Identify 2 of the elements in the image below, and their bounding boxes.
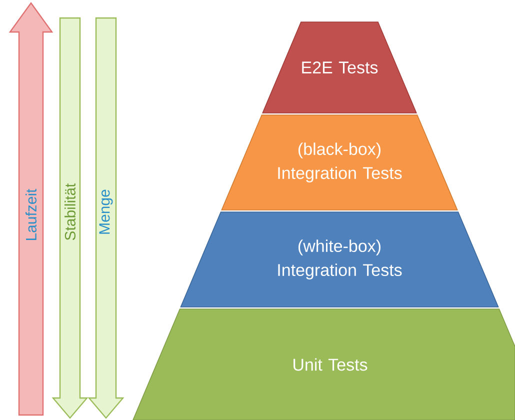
pyramid-level: (white-box) Integration Tests [180,212,499,308]
pyramid-level: (black-box) Integration Tests [221,114,458,210]
